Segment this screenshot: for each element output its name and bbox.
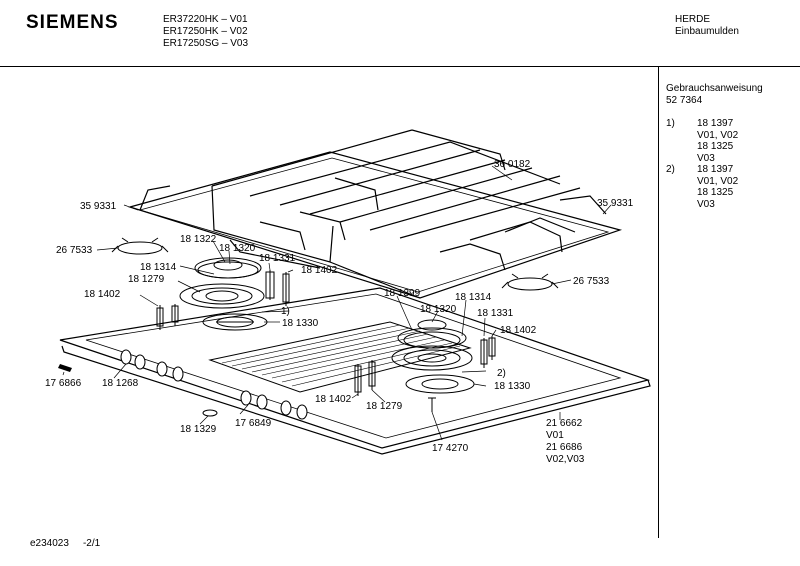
reference-line: V01, V02 — [697, 129, 739, 141]
part-label: 36 0182 — [494, 159, 531, 170]
part-label: 1) — [281, 306, 290, 317]
part-label: 17 6866 — [45, 378, 82, 389]
category-title: HERDE — [675, 14, 711, 25]
manual-number: 52 7364 — [666, 94, 703, 106]
page-number: -2/1 — [82, 538, 101, 549]
part-labels: 36 0182 35 9331 35 9331 26 7533 26 7533 … — [45, 159, 634, 465]
part-label: 18 1268 — [102, 378, 139, 389]
reference-line: 18 1325 — [697, 187, 734, 198]
part-label: 18 1331 — [259, 253, 296, 264]
part-label: 18 1279 — [128, 274, 165, 285]
part-label: 18 1320 — [420, 304, 457, 315]
grate-clip — [111, 237, 169, 255]
part-label: 18 1402 — [84, 289, 121, 300]
document-id: e234023 — [30, 538, 69, 549]
control-knobs-left — [120, 349, 184, 382]
model-line: ER17250SG – V03 — [163, 38, 249, 49]
grommet-part — [202, 409, 218, 417]
part-label: 18 1279 — [366, 401, 403, 412]
sidebar: Gebrauchsanweisung 52 7364 1) 18 1397 V0… — [666, 83, 763, 210]
part-label: 17 6849 — [235, 418, 272, 429]
part-label: 18 1320 — [219, 243, 256, 254]
reference-line: V01, V02 — [697, 175, 739, 187]
part-label: V02,V03 — [546, 454, 585, 465]
part-label: 18 1314 — [455, 292, 492, 303]
reference-number: 1) — [666, 118, 675, 129]
brand-logo: SIEMENS — [26, 12, 119, 33]
reference-line: V03 — [697, 198, 715, 210]
grate-clip — [501, 273, 559, 291]
part-label: 18 1322 — [180, 234, 217, 245]
subcategory-title: Einbaumulden — [675, 26, 739, 37]
manual-title: Gebrauchsanweisung — [666, 83, 763, 94]
part-label: 18 1314 — [140, 262, 177, 273]
model-line: ER17250HK – V02 — [163, 26, 248, 37]
reference-note: 1) 18 1397 V01, V02 18 1325 V03 — [666, 118, 763, 164]
part-label: 18 1330 — [282, 318, 319, 329]
part-label: 18 1330 — [494, 381, 531, 392]
part-label: 17 4270 — [432, 443, 469, 454]
part-label: 18 1399 — [384, 288, 421, 299]
part-label: 18 1331 — [477, 308, 514, 319]
control-knobs-right — [240, 390, 308, 420]
part-label: V01 — [546, 430, 564, 441]
footer: e234023 -2/1 — [30, 538, 100, 549]
model-list: ER37220HK – V01 ER17250HK – V02 ER17250S… — [163, 14, 248, 50]
part-label: 35 9331 — [80, 201, 117, 212]
part-label: 18 1402 — [315, 394, 352, 405]
part-label: 2) — [497, 368, 506, 379]
model-line: ER37220HK – V01 — [163, 14, 248, 25]
bracket-part — [58, 364, 72, 372]
part-label: 35 9331 — [597, 198, 634, 209]
reference-line: 18 1397 — [697, 118, 734, 129]
leader-lines — [62, 165, 612, 441]
category-block: HERDE Einbaumulden — [675, 14, 739, 38]
reference-line: 18 1325 — [697, 141, 734, 152]
header-divider — [0, 66, 800, 67]
reference-number: 2) — [666, 164, 675, 175]
part-label: 26 7533 — [573, 276, 610, 287]
part-label: 18 1329 — [180, 424, 217, 435]
reference-note: 2) 18 1397 V01, V02 18 1325 V03 — [666, 164, 763, 210]
part-label: 21 6686 — [546, 442, 583, 453]
left-burner-assembly — [156, 257, 290, 331]
part-label: 18 1402 — [500, 325, 537, 336]
reference-line: 18 1397 — [697, 164, 734, 175]
pan-support-grate — [127, 129, 623, 299]
part-label: 18 1402 — [301, 265, 338, 276]
part-label: 21 6662 — [546, 418, 583, 429]
grill-plate — [208, 321, 472, 393]
sidebar-divider — [658, 66, 659, 538]
part-label: 26 7533 — [56, 245, 93, 256]
reference-line: V03 — [697, 152, 715, 164]
